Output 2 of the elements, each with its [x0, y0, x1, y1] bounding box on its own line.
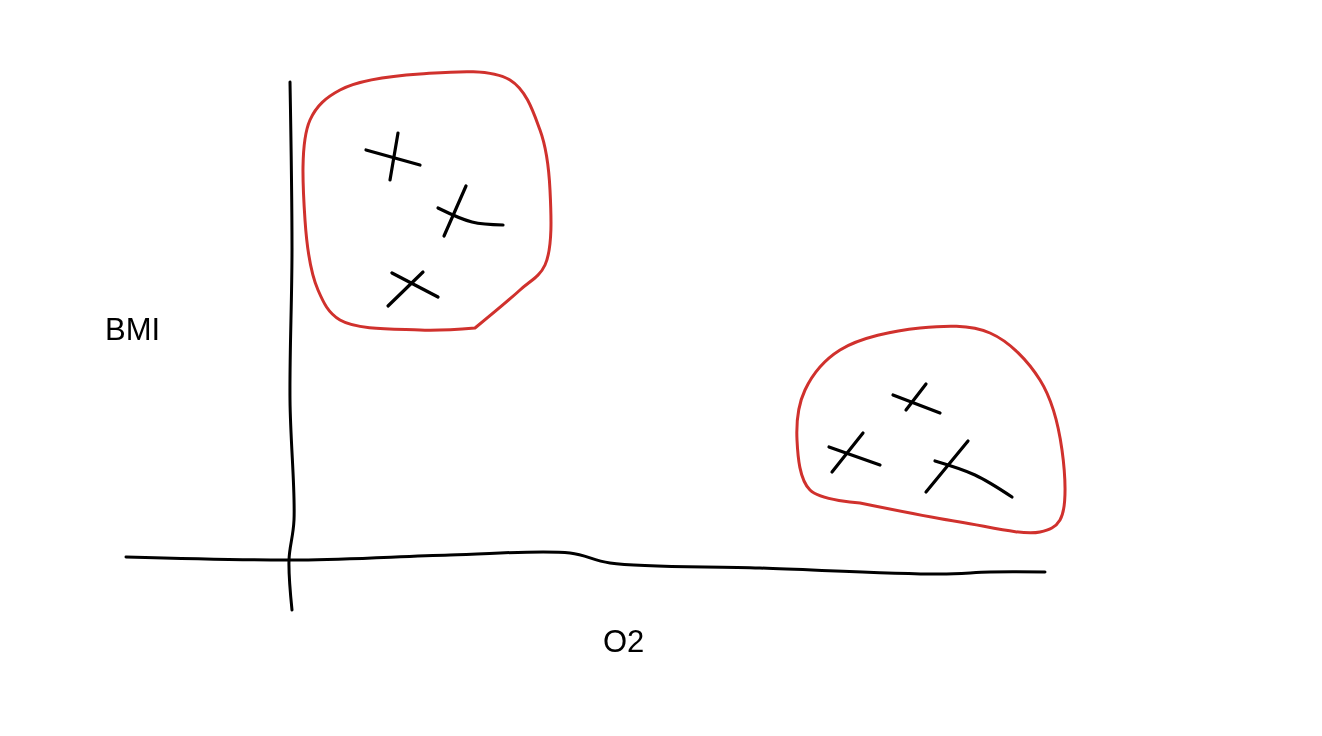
x-axis-label: O2: [603, 626, 645, 657]
y-axis-label: BMI: [105, 314, 161, 345]
